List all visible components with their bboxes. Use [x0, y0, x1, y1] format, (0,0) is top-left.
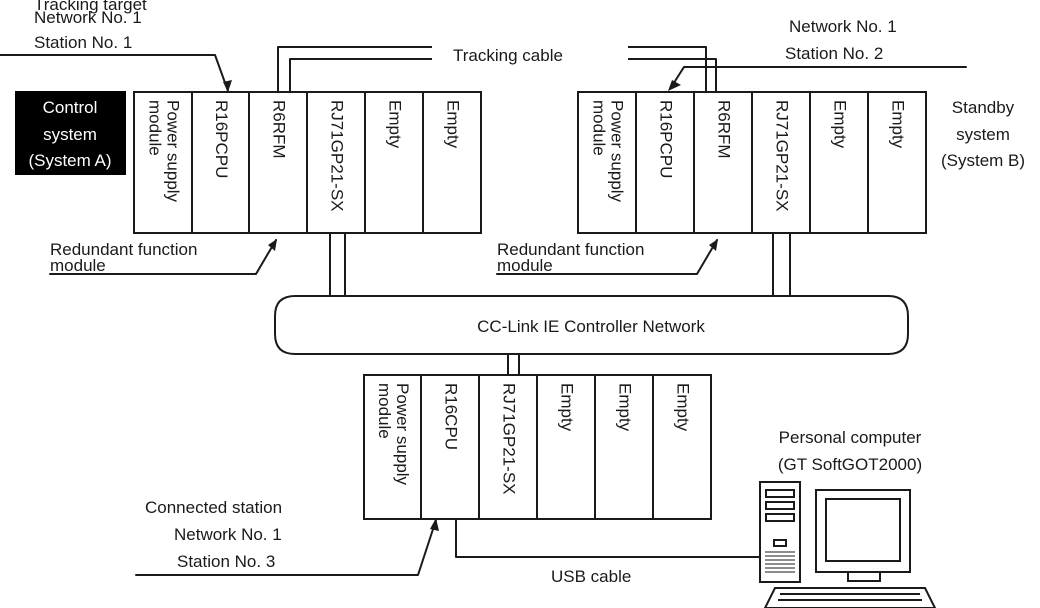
cpu-module-slot: [635, 91, 695, 234]
tracking-cable-label: Tracking cable: [453, 46, 563, 65]
power-supply-module-label: Power supply: [608, 100, 627, 203]
power-supply-module-slot: [577, 91, 637, 234]
power-supply-module-label: Power supply: [164, 100, 183, 203]
arrowhead-redundant-b: [709, 239, 718, 251]
usb-cable: [455, 517, 761, 558]
personal-computer-grille: [765, 551, 795, 573]
arrowhead-station-1: [223, 80, 232, 92]
connected-station-line3: Station No. 3: [177, 552, 275, 571]
empty-slot-label: Empty: [386, 100, 405, 149]
network-module-label: RJ71GP21-SX: [500, 383, 519, 495]
empty-slot-label: Empty: [558, 383, 577, 432]
redundant-module-slot: [693, 91, 753, 234]
power-supply-module-label: Power supply: [393, 383, 412, 486]
control-system-badge: [15, 91, 126, 175]
personal-computer-icon: [759, 481, 937, 608]
station-1-number-label: Station No. 1: [34, 33, 132, 52]
empty-slot-slot: [652, 374, 712, 520]
tracking-target-label: Tracking target: [34, 0, 147, 14]
connected-station-line2: Network No. 1: [174, 525, 282, 544]
empty-slot-label: Empty: [444, 100, 463, 149]
leader-station-1: [0, 54, 229, 92]
network-loop: [274, 295, 909, 355]
empty-slot-slot: [364, 91, 424, 234]
station-2-network-label: Network No. 1: [789, 17, 897, 36]
empty-slot-label: Empty: [674, 383, 693, 432]
redundant-module-b-line2: module: [497, 256, 553, 275]
empty-slot-slot: [867, 91, 927, 234]
network-label: CC-Link IE Controller Network: [477, 317, 705, 336]
power-supply-module-label: module: [375, 383, 394, 439]
network-module-label: RJ71GP21-SX: [328, 100, 347, 212]
redundant-module-slot: [248, 91, 308, 234]
network-module-label: RJ71GP21-SX: [773, 100, 792, 212]
power-supply-module-label: module: [146, 100, 165, 156]
redundant-module-a-line2: module: [50, 256, 106, 275]
leader-redundant-b: [496, 239, 718, 275]
empty-slot-slot: [809, 91, 869, 234]
arrowhead-station-3: [430, 518, 439, 531]
control-system-line2: system: [43, 125, 97, 144]
leader-redundant-a: [49, 239, 277, 275]
redundant-module-a-line1: Redundant function: [50, 240, 197, 259]
network-cable-c: [507, 353, 520, 375]
empty-slot-label: Empty: [831, 100, 850, 149]
power-supply-module-label: module: [590, 100, 609, 156]
empty-slot-label: Empty: [616, 383, 635, 432]
station-1-network-label: Network No. 1: [34, 8, 142, 27]
network-cable-b: [772, 231, 791, 297]
station-2-number-label: Station No. 2: [785, 44, 883, 63]
network-module-slot: [306, 91, 366, 234]
empty-slot-slot: [422, 91, 482, 234]
usb-cable-label: USB cable: [551, 567, 631, 586]
redundant-module-label: R6RFM: [270, 100, 289, 159]
arrowhead-redundant-a: [268, 239, 277, 251]
standby-system-line2: system: [956, 125, 1010, 144]
control-system-line1: Control: [43, 98, 98, 117]
cpu-module-label: R16PCPU: [212, 100, 231, 178]
cpu-module-label: R16CPU: [442, 383, 461, 450]
control-system-line3: (System A): [28, 151, 111, 170]
empty-slot-label: Empty: [889, 100, 908, 149]
leader-station-2-bend: [669, 66, 718, 90]
empty-slot-slot: [536, 374, 596, 520]
network-module-slot: [751, 91, 811, 234]
redundant-module-label: R6RFM: [715, 100, 734, 159]
cpu-module-label: R16PCPU: [657, 100, 676, 178]
network-cable-a: [329, 231, 346, 297]
pc-label-line1: Personal computer: [779, 428, 922, 447]
power-supply-module-slot: [363, 374, 422, 520]
leader-station-3: [135, 519, 437, 576]
redundant-module-b-line1: Redundant function: [497, 240, 644, 259]
standby-system-line1: Standby: [952, 98, 1015, 117]
connected-station-line1: Connected station: [145, 498, 282, 517]
pc-label-line2: (GT SoftGOT2000): [778, 455, 922, 474]
standby-system-line3: (System B): [941, 151, 1025, 170]
empty-slot-slot: [594, 374, 654, 520]
